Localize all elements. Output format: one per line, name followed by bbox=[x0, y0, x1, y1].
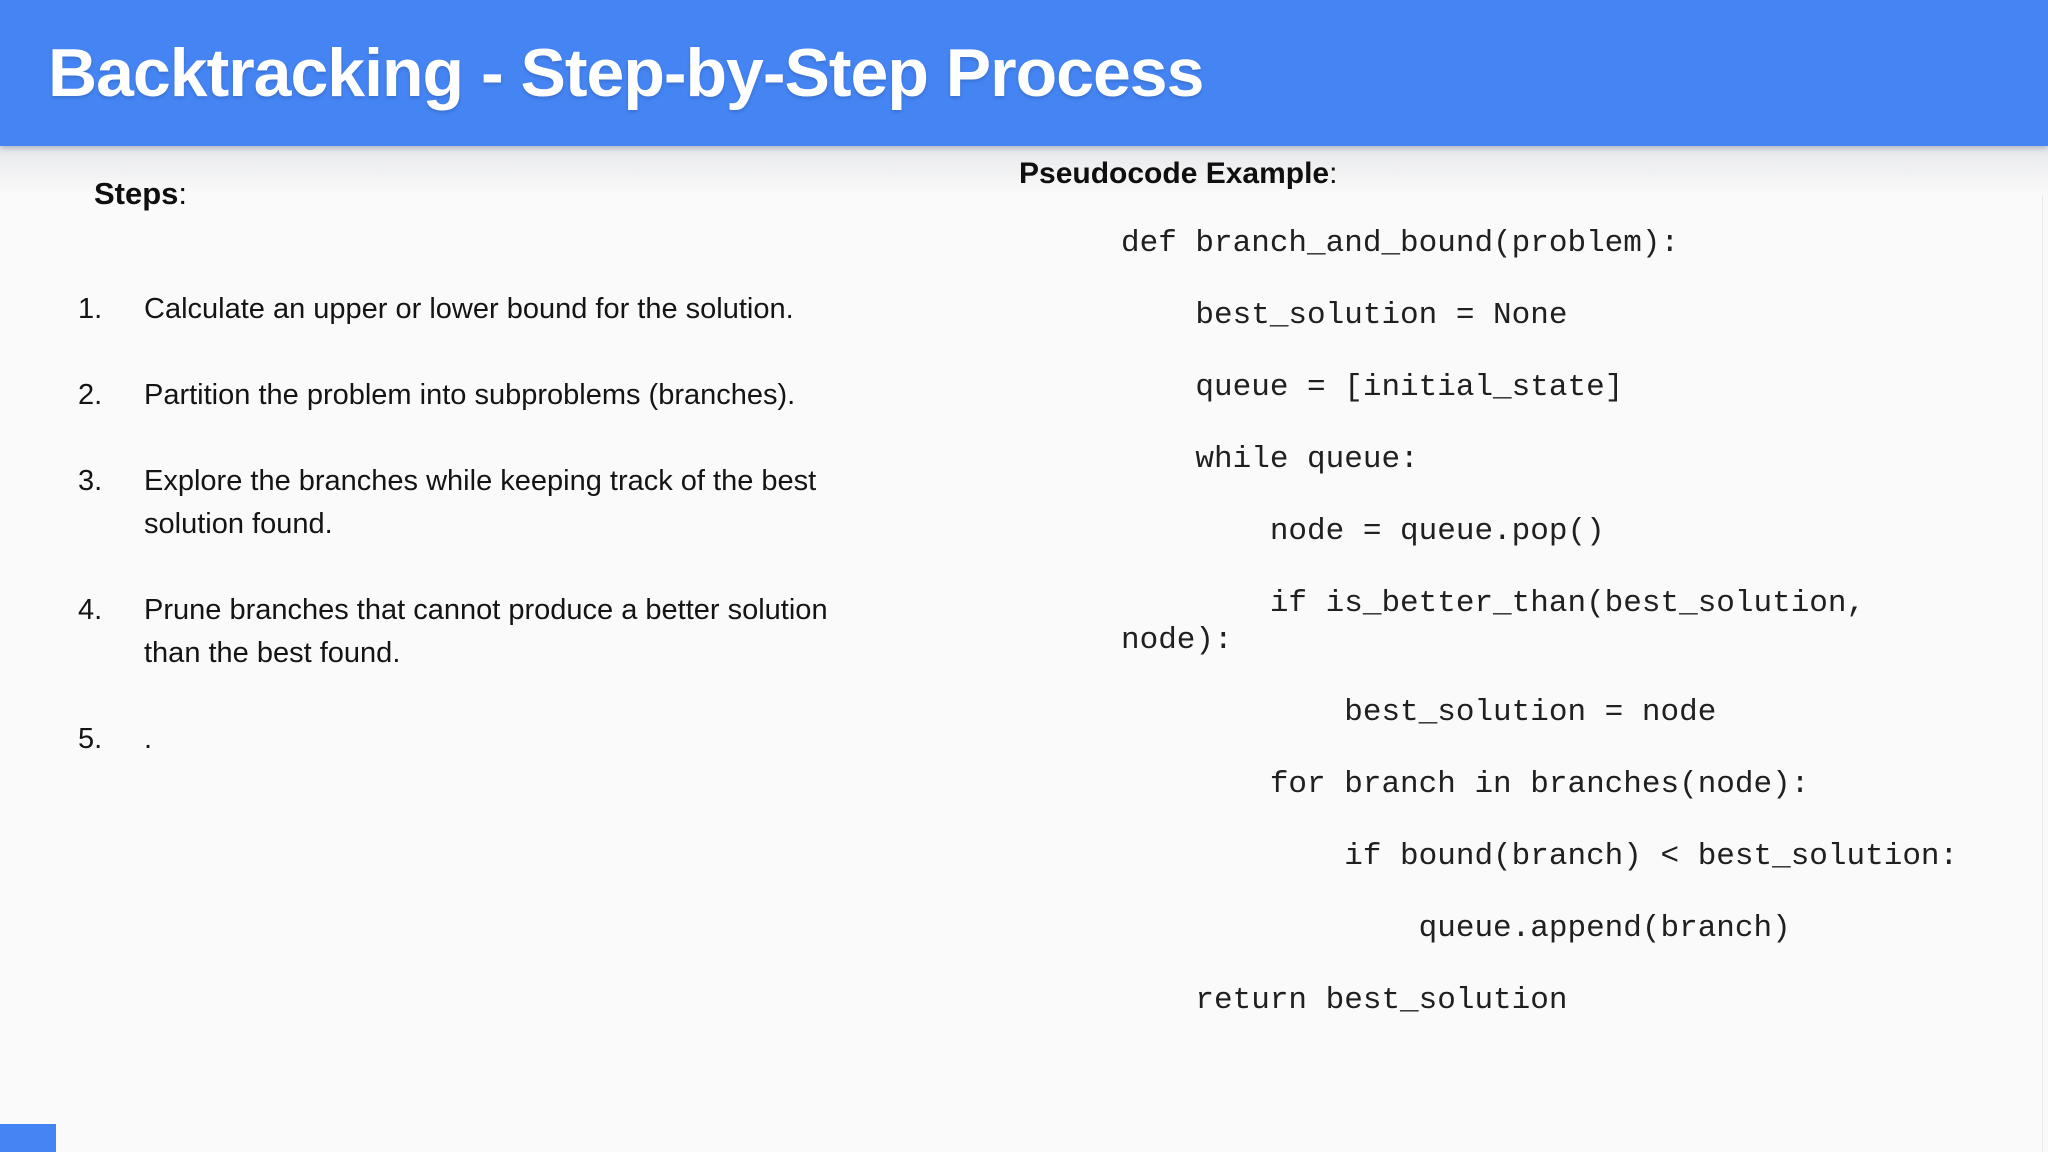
code-line: best_solution = node bbox=[1121, 695, 1717, 730]
step-text: Calculate an upper or lower bound for th… bbox=[144, 293, 794, 325]
steps-heading-colon: : bbox=[178, 176, 188, 211]
steps-list: 1. Calculate an upper or lower bound for… bbox=[78, 288, 918, 804]
page-title: Backtracking - Step-by-Step Process bbox=[48, 35, 1204, 111]
list-item: 3. Explore the branches while keeping tr… bbox=[78, 460, 918, 546]
step-number: 5. bbox=[78, 723, 103, 755]
step-number: 3. bbox=[78, 465, 103, 497]
step-text: Prune branches that cannot produce a bet… bbox=[144, 594, 828, 669]
step-text: Partition the problem into subproblems (… bbox=[144, 379, 796, 411]
code-line: for branch in branches(node): bbox=[1121, 767, 1810, 802]
list-item: 2. Partition the problem into subproblem… bbox=[78, 374, 918, 417]
header-shadow bbox=[0, 146, 2048, 204]
code-block: def branch_and_bound(problem): best_solu… bbox=[1121, 225, 1958, 1019]
slide-header: Backtracking - Step-by-Step Process bbox=[0, 0, 2048, 146]
right-edge-line bbox=[2042, 195, 2043, 1152]
code-line: while queue: bbox=[1121, 442, 1419, 477]
pseudocode-heading-colon: : bbox=[1329, 157, 1338, 190]
code-line: best_solution = None bbox=[1121, 298, 1568, 333]
list-item: 5. . bbox=[78, 718, 918, 761]
pseudocode-heading-text: Pseudocode Example bbox=[1019, 157, 1330, 190]
list-item: 4. Prune branches that cannot produce a … bbox=[78, 589, 918, 675]
step-text: . bbox=[144, 723, 153, 755]
steps-heading-text: Steps bbox=[94, 176, 179, 211]
bottom-left-accent bbox=[0, 1124, 56, 1152]
pseudocode-heading: Pseudocode Example: bbox=[1019, 157, 1337, 191]
code-line: if bound(branch) < best_solution: bbox=[1121, 839, 1959, 874]
code-line: queue.append(branch) bbox=[1121, 911, 1791, 946]
code-line: return best_solution bbox=[1121, 983, 1568, 1018]
code-line: node = queue.pop() bbox=[1121, 514, 1605, 549]
code-line: queue = [initial_state] bbox=[1121, 370, 1624, 405]
step-number: 4. bbox=[78, 594, 103, 626]
steps-heading: Steps: bbox=[94, 176, 187, 212]
step-number: 2. bbox=[78, 379, 103, 411]
step-number: 1. bbox=[78, 293, 103, 325]
code-line: if is_better_than(best_solution, node): bbox=[1121, 586, 1866, 658]
list-item: 1. Calculate an upper or lower bound for… bbox=[78, 288, 918, 331]
step-text: Explore the branches while keeping track… bbox=[144, 465, 817, 540]
code-line: def branch_and_bound(problem): bbox=[1121, 226, 1680, 261]
